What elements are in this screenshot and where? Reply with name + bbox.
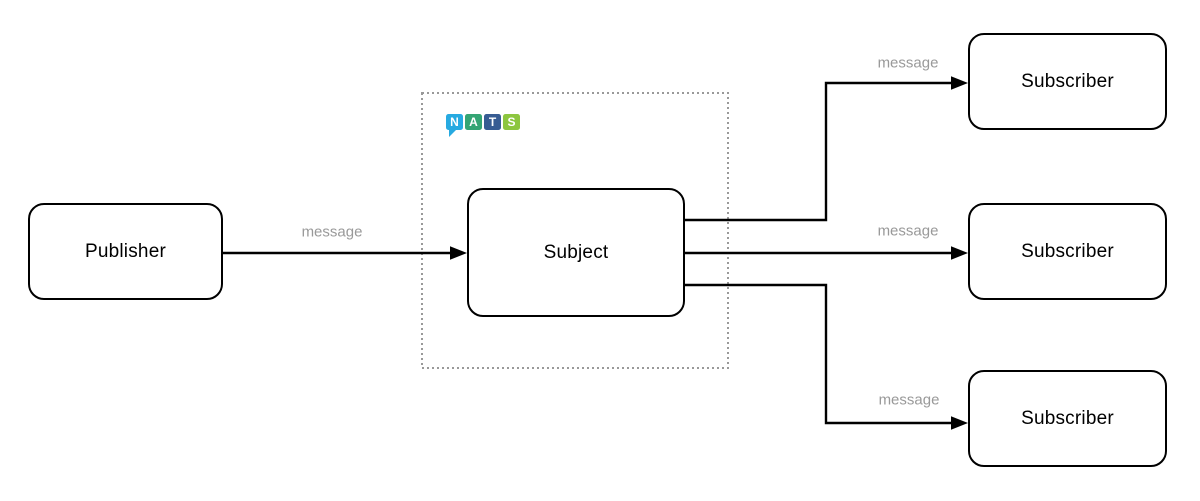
node-publisher: Publisher: [28, 203, 223, 300]
arrowhead-icon: [450, 246, 467, 260]
node-subscriber-3: Subscriber: [968, 370, 1167, 467]
nats-logo-letter-n: N: [446, 114, 463, 130]
node-publisher-label: Publisher: [84, 240, 166, 262]
nats-logo: N A T S: [446, 114, 520, 130]
arrowhead-icon: [951, 416, 968, 430]
node-subscriber-1: Subscriber: [968, 33, 1167, 130]
node-subscriber-3-label: Subscriber: [1021, 407, 1114, 429]
nats-logo-letter-s: S: [503, 114, 520, 130]
edge-label-message: message: [877, 222, 939, 240]
node-subject-label: Subject: [543, 241, 609, 263]
nats-logo-bubble-tail-icon: [449, 129, 457, 137]
arrowhead-icon: [951, 76, 968, 90]
edge-label-message: message: [877, 54, 939, 72]
edge-subject-to-subscriber3: [685, 283, 953, 425]
node-subscriber-2-label: Subscriber: [1021, 240, 1114, 262]
node-subscriber-2: Subscriber: [968, 203, 1167, 300]
edge-subject-to-subscriber1: [685, 81, 953, 222]
node-subject: Subject: [467, 188, 685, 317]
edge-label-message: message: [878, 391, 940, 409]
arrowhead-icon: [951, 246, 968, 260]
edge-label-message: message: [301, 223, 363, 241]
node-subscriber-1-label: Subscriber: [1021, 70, 1114, 92]
nats-logo-letter-a: A: [465, 114, 482, 130]
nats-logo-letter-t: T: [484, 114, 501, 130]
